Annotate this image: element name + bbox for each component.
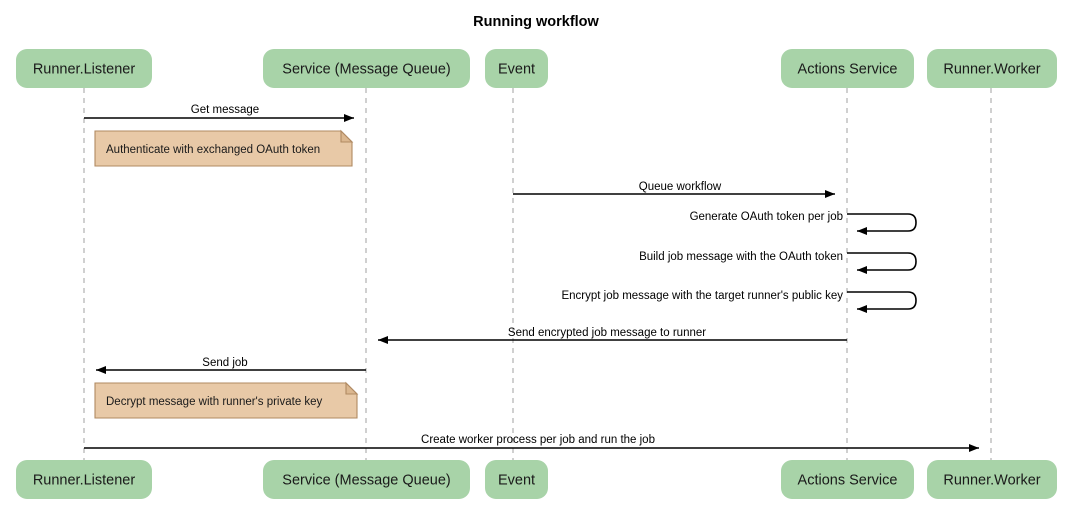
note-label-authenticate-with-exchanged-oauth-token: Authenticate with exchanged OAuth token — [106, 144, 320, 156]
message-label-queue-workflow: Queue workflow — [639, 181, 722, 193]
participant-label-actions-service: Actions Service — [798, 473, 898, 489]
participant-label-service-message-queue: Service (Message Queue) — [282, 473, 450, 489]
participant-runner-listener-bottom[interactable]: Runner.Listener — [16, 460, 152, 499]
message-create-worker-process-per-job-and-run-the-job[interactable]: Create worker process per job and run th… — [84, 434, 979, 452]
message-label-create-worker-process-per-job-and-run-the-job: Create worker process per job and run th… — [421, 434, 655, 446]
note-label-decrypt-message-with-runners-private-key: Decrypt message with runner's private ke… — [106, 396, 323, 408]
participant-event-bottom[interactable]: Event — [485, 460, 548, 499]
participants-top-layer: Runner.Listener Service (Message Queue) Ev… — [16, 49, 1057, 88]
participant-label-runner-listener: Runner.Listener — [33, 473, 136, 489]
participant-box-actions-service — [781, 49, 914, 88]
note-fold-icon — [340, 129, 354, 143]
message-path-build-job-message-with-the-oauth-token — [847, 252, 917, 274]
participants-bottom-layer: Runner.Listener Service (Message Queue) Ev… — [16, 460, 1057, 499]
lifelines-layer — [83, 88, 992, 460]
participant-box-actions-service — [781, 460, 914, 499]
page-title: Running workflow — [473, 14, 599, 30]
note-fold-icon — [345, 381, 359, 395]
message-encrypt-job-message-with-the-target-runners-public-key[interactable]: Encrypt job message with the target runn… — [561, 290, 917, 313]
note-authenticate-with-exchanged-oauth-token: Authenticate with exchanged OAuth token — [94, 129, 354, 167]
participant-label-service-message-queue: Service (Message Queue) — [282, 62, 450, 78]
message-label-generate-oauth-token-per-job: Generate OAuth token per job — [690, 211, 843, 223]
participant-box-runner-worker — [927, 49, 1057, 88]
notes-layer: Authenticate with exchanged OAuth tokenD… — [94, 129, 359, 419]
message-label-build-job-message-with-the-oauth-token: Build job message with the OAuth token — [639, 251, 843, 263]
message-label-send-job: Send job — [202, 357, 247, 369]
participant-event-top[interactable]: Event — [485, 49, 548, 88]
participant-label-runner-worker: Runner.Worker — [943, 62, 1040, 78]
message-path-generate-oauth-token-per-job — [847, 213, 917, 235]
message-generate-oauth-token-per-job[interactable]: Generate OAuth token per job — [690, 211, 917, 235]
participant-label-runner-listener: Runner.Listener — [33, 62, 136, 78]
participant-box-runner-worker — [927, 460, 1057, 499]
participant-runner-worker-bottom[interactable]: Runner.Worker — [927, 460, 1057, 499]
message-send-encrypted-job-message-to-runner[interactable]: Send encrypted job message to runner — [378, 327, 847, 344]
participant-actions-service-top[interactable]: Actions Service — [781, 49, 914, 88]
message-send-job[interactable]: Send job — [96, 357, 366, 374]
participant-runner-listener-top[interactable]: Runner.Listener — [16, 49, 152, 88]
message-build-job-message-with-the-oauth-token[interactable]: Build job message with the OAuth token — [639, 251, 917, 274]
message-queue-workflow[interactable]: Queue workflow — [513, 181, 835, 198]
message-label-get-message: Get message — [191, 104, 259, 116]
participant-label-runner-worker: Runner.Worker — [943, 473, 1040, 489]
participant-label-actions-service: Actions Service — [798, 62, 898, 78]
participant-label-event: Event — [498, 473, 535, 489]
participant-runner-worker-top[interactable]: Runner.Worker — [927, 49, 1057, 88]
participant-actions-service-bottom[interactable]: Actions Service — [781, 460, 914, 499]
participant-service-message-queue-top[interactable]: Service (Message Queue) — [263, 49, 470, 88]
note-body-decrypt-message-with-runners-private-key — [94, 382, 358, 419]
participant-box-event — [485, 49, 548, 88]
participant-label-event: Event — [498, 62, 535, 78]
note-decrypt-message-with-runners-private-key: Decrypt message with runner's private ke… — [94, 381, 359, 419]
message-label-encrypt-job-message-with-the-target-runners-public-key: Encrypt job message with the target runn… — [561, 290, 843, 302]
participant-box-runner-listener — [16, 460, 152, 499]
message-path-encrypt-job-message-with-the-target-runners-public-key — [847, 291, 917, 313]
participant-box-service-message-queue — [263, 49, 470, 88]
message-get-message[interactable]: Get message — [84, 104, 354, 122]
participant-box-event — [485, 460, 548, 499]
participant-box-runner-listener — [16, 49, 152, 88]
participant-service-message-queue-bottom[interactable]: Service (Message Queue) — [263, 460, 470, 499]
message-label-send-encrypted-job-message-to-runner: Send encrypted job message to runner — [508, 327, 706, 339]
note-body-authenticate-with-exchanged-oauth-token — [94, 130, 353, 167]
participant-box-service-message-queue — [263, 460, 470, 499]
